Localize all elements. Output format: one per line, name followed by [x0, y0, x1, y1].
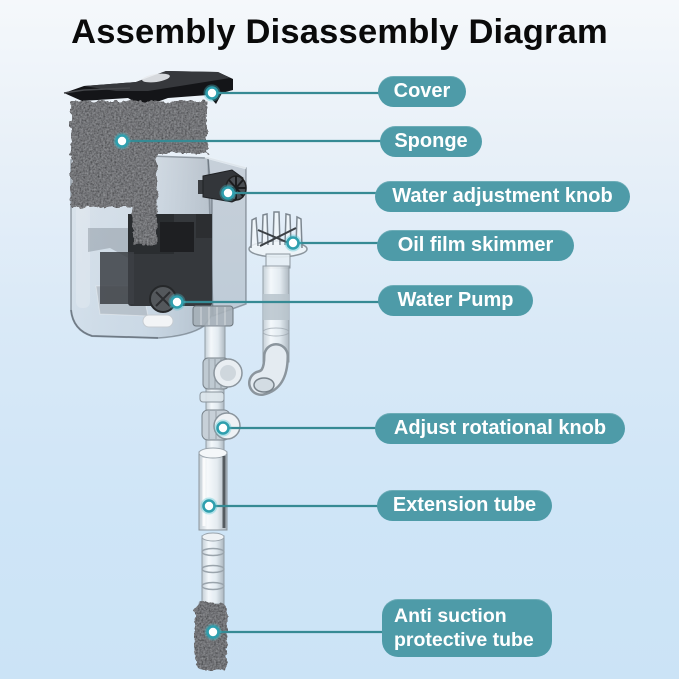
- page-title: Assembly Disassembly Diagram: [71, 13, 608, 51]
- label-water-adjustment-knob: Water adjustment knob: [375, 181, 630, 212]
- anchor-dot-cover: [203, 84, 221, 102]
- skimmer-tube-part: [248, 265, 290, 396]
- label-anti-suction-protective-tube: Anti suction protective tube: [382, 599, 552, 657]
- label-adjust-rotational-knob: Adjust rotational knob: [375, 413, 625, 444]
- label-cover: Cover: [378, 76, 466, 107]
- outlet-tube-part: [192, 305, 234, 455]
- sponge-part: [71, 101, 207, 245]
- label-anti-suction-line1: Anti suction: [394, 605, 507, 627]
- label-extension-tube: Extension tube: [377, 490, 552, 521]
- anchor-dot-anti-suction-tube: [204, 623, 222, 641]
- label-oil-film-skimmer: Oil film skimmer: [377, 230, 574, 261]
- anchor-dot-water-adjustment-knob: [219, 184, 237, 202]
- flow-knob-part: [202, 357, 243, 390]
- label-sponge: Sponge: [380, 126, 482, 157]
- anchor-dot-water-pump: [168, 293, 186, 311]
- anchor-dot-extension-tube: [200, 497, 218, 515]
- anchor-dots: [113, 84, 302, 641]
- anchor-dot-oil-film-skimmer: [284, 234, 302, 252]
- label-water-pump: Water Pump: [378, 285, 533, 316]
- extension-tube-part: [198, 447, 228, 605]
- anchor-dot-adjust-rotational-knob: [214, 419, 232, 437]
- cover-part: [63, 71, 233, 107]
- label-anti-suction-line2: protective tube: [394, 629, 534, 651]
- anchor-dot-sponge: [113, 132, 131, 150]
